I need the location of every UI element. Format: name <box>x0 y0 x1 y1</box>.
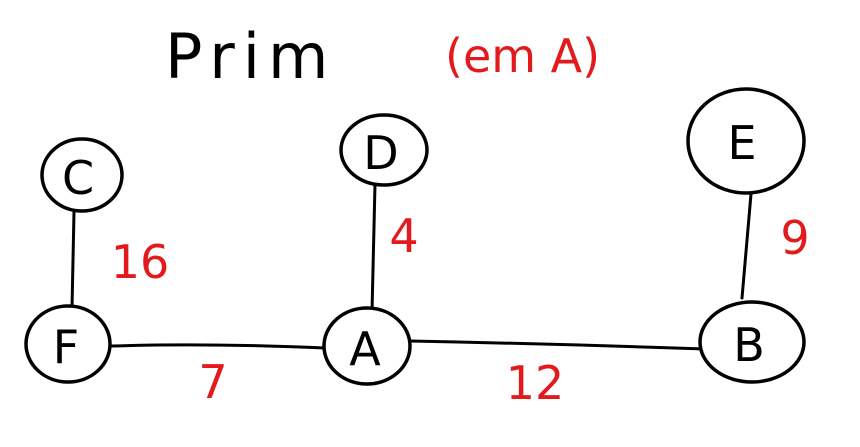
node-D: D <box>339 113 429 187</box>
edge-F-A <box>110 343 327 350</box>
edges-group <box>70 182 753 351</box>
edge-A-B <box>408 339 707 351</box>
weight-E-B: 9 <box>780 211 809 265</box>
node-C: C <box>40 137 124 213</box>
node-A-label: A <box>349 322 381 376</box>
node-B-circle <box>698 300 806 384</box>
node-B-label: B <box>733 318 765 372</box>
nodes-group: C D E F A B <box>24 87 806 386</box>
node-A: A <box>322 306 412 386</box>
node-E-label: E <box>727 116 756 170</box>
edge-E-B <box>740 192 753 300</box>
node-D-label: D <box>363 126 398 180</box>
edge-D-A <box>370 182 377 314</box>
weights-group: 16 4 9 7 12 <box>111 209 810 410</box>
node-C-circle <box>40 137 124 213</box>
title-text: Prim <box>165 20 336 93</box>
node-F: F <box>24 304 112 384</box>
node-F-circle <box>24 304 112 384</box>
node-C-label: C <box>62 151 94 205</box>
title-annotation: (em A) <box>445 29 600 83</box>
node-D-circle <box>339 113 429 187</box>
node-A-circle <box>322 306 412 386</box>
weight-F-A: 7 <box>198 355 227 409</box>
weight-C-F: 16 <box>111 235 170 289</box>
weight-D-A: 4 <box>389 209 418 263</box>
node-E-circle <box>686 87 806 195</box>
edge-C-F <box>70 210 76 310</box>
node-B: B <box>698 300 806 384</box>
node-E: E <box>686 87 806 195</box>
weight-A-B: 12 <box>506 356 565 410</box>
node-F-label: F <box>53 320 79 374</box>
